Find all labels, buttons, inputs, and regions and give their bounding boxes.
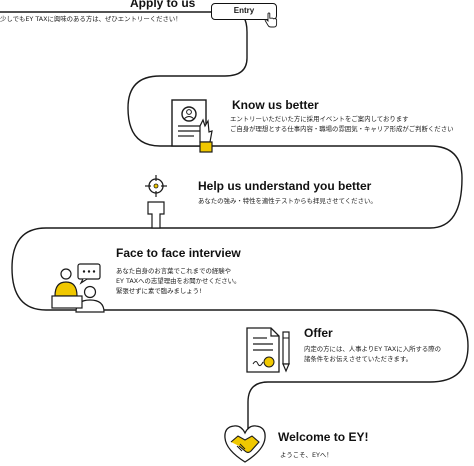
offer-description-1: 内定の方には、人事よりEY TAXに入所する際の bbox=[304, 345, 442, 353]
entry-button-label: Entry bbox=[233, 6, 255, 15]
interview-description-2: EY TAXへの志望理由をお聞かせください。 bbox=[116, 277, 241, 285]
know-title: Know us better bbox=[232, 98, 319, 112]
understand-description: あなたの強み・特性を適性テストからも拝見させてください。 bbox=[198, 197, 377, 205]
interview-title: Face to face interview bbox=[116, 246, 241, 260]
interview-description-1: あなた自身のお言葉でこれまでの経験や bbox=[116, 267, 232, 275]
entry-button[interactable]: Entry bbox=[211, 3, 277, 20]
apply-description: 少しでもEY TAXに興味のある方は、ぜひエントリーください！ bbox=[0, 15, 182, 23]
apply-title: Apply to us bbox=[130, 0, 196, 10]
understand-title: Help us understand you better bbox=[198, 179, 372, 193]
know-description-1: エントリーいただいた方に採用イベントをご案内しております bbox=[230, 115, 409, 123]
target-person-icon bbox=[145, 175, 167, 229]
interview-people-icon bbox=[51, 263, 105, 313]
know-description-2: ご自身が理想とする仕事内容・職場の雰囲気・キャリア形成がご判断ください bbox=[230, 125, 454, 133]
cursor-hand-icon bbox=[264, 12, 278, 28]
handshake-heart-icon bbox=[224, 425, 266, 463]
offer-description-2: 諸条件をお伝えさせていただきます。 bbox=[304, 355, 412, 363]
offer-title: Offer bbox=[304, 326, 333, 340]
contract-pen-icon bbox=[246, 327, 290, 373]
resume-document-icon bbox=[171, 99, 213, 153]
interview-description-3: 緊張せずに素で臨みましょう! bbox=[116, 287, 202, 295]
welcome-title: Welcome to EY! bbox=[278, 430, 369, 444]
welcome-description: ようこそ、EYへ！ bbox=[280, 451, 333, 459]
